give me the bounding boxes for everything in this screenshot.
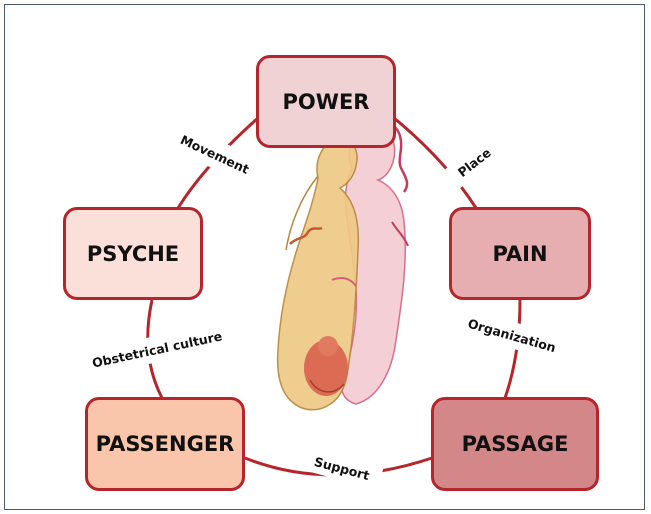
node-passenger: PASSENGER [85, 397, 245, 491]
node-passage: PASSAGE [431, 397, 599, 491]
node-pain: PAIN [449, 207, 591, 300]
node-power-label: POWER [283, 90, 370, 114]
node-pain-label: PAIN [492, 242, 547, 266]
node-power: POWER [256, 55, 396, 148]
node-psyche: PSYCHE [63, 207, 203, 300]
node-psyche-label: PSYCHE [87, 242, 179, 266]
mother-baby-illustration [278, 122, 408, 410]
node-passenger-label: PASSENGER [96, 432, 235, 456]
node-passage-label: PASSAGE [462, 432, 569, 456]
